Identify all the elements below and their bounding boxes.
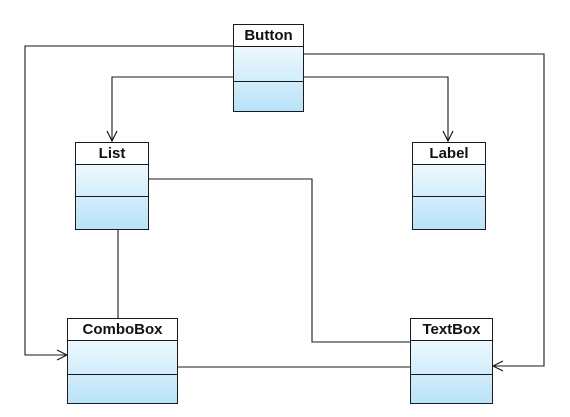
class-list-name: List [76,143,148,165]
connector-button-list [112,76,233,141]
class-label-attributes [413,165,485,197]
class-combobox-operations [68,375,177,403]
class-list[interactable]: List [75,142,149,230]
class-textbox-attributes [411,341,492,375]
connector-button-combobox [24,45,233,355]
class-combobox[interactable]: ComboBox [67,318,178,404]
class-list-attributes [76,165,148,197]
class-combobox-attributes [68,341,177,375]
connector-button-textbox [304,53,545,366]
connector-list-textbox [149,178,410,343]
class-label-name: Label [413,143,485,165]
class-textbox-operations [411,375,492,403]
class-label[interactable]: Label [412,142,486,230]
connector-button-label [304,76,448,141]
class-label-operations [413,197,485,229]
class-textbox-name: TextBox [411,319,492,341]
class-button[interactable]: Button [233,24,304,112]
class-button-name: Button [234,25,303,47]
class-button-operations [234,82,303,111]
class-textbox[interactable]: TextBox [410,318,493,404]
class-list-operations [76,197,148,229]
class-combobox-name: ComboBox [68,319,177,341]
class-button-attributes [234,47,303,82]
